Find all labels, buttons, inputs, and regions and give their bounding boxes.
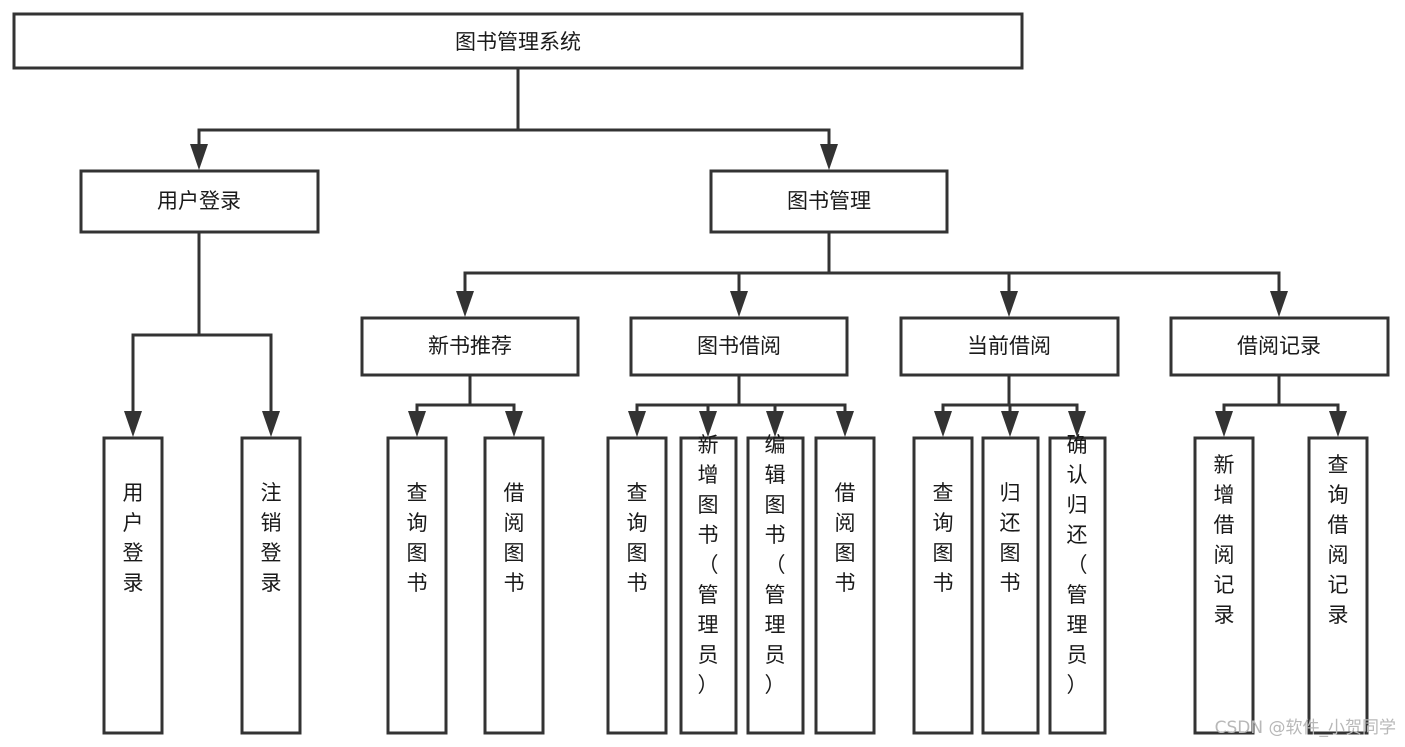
arrow-head-leaf-logout-login <box>262 411 280 437</box>
node-borrow-record-label: 借阅记录 <box>1237 334 1321 358</box>
node-leaf-return-book-label: 归还图书 <box>1000 481 1021 595</box>
arrow-head-new-book-recommend <box>456 291 474 317</box>
arrow-head-leaf-borrow-book <box>836 411 854 437</box>
node-leaf-borrow-book-rec[interactable]: 借阅图书 <box>483 436 545 735</box>
watermark-label: CSDN @软件_小贺同学 <box>1215 718 1396 738</box>
node-leaf-user-login-label: 用户登录 <box>123 481 144 595</box>
node-root-box[interactable] <box>12 12 1024 70</box>
node-leaf-edit-book-admin[interactable]: 编辑图书（管理员） <box>746 433 805 735</box>
node-book-borrow-box[interactable] <box>629 316 849 377</box>
node-leaf-query-book-current[interactable]: 查询图书 <box>912 436 974 735</box>
arrow-head-book-management <box>820 144 838 170</box>
node-leaf-query-book-current-label: 查询图书 <box>933 481 954 595</box>
node-leaf-query-borrow-record-label: 查询借阅记录 <box>1328 453 1349 627</box>
node-book-borrow-label: 图书借阅 <box>697 334 781 358</box>
node-current-borrow[interactable]: 当前借阅 <box>899 316 1120 377</box>
node-user-login-box[interactable] <box>79 169 320 234</box>
arrow-head-leaf-confirm-return-admin <box>1068 411 1086 437</box>
node-leaf-query-book-borrow-box[interactable] <box>606 436 668 735</box>
arrow-head-leaf-borrow-book-rec <box>505 411 523 437</box>
node-new-book-recommend-box[interactable] <box>360 316 580 377</box>
node-new-book-recommend-label: 新书推荐 <box>428 334 512 358</box>
arrow-head-leaf-query-book-rec <box>408 411 426 437</box>
arrow-head-current-borrow <box>1000 291 1018 317</box>
node-current-borrow-box[interactable] <box>899 316 1120 377</box>
node-current-borrow-label: 当前借阅 <box>967 334 1051 358</box>
arrow-head-leaf-edit-book-admin <box>766 411 784 437</box>
node-leaf-add-book-admin[interactable]: 新增图书（管理员） <box>679 433 738 735</box>
node-leaf-query-book-borrow[interactable]: 查询图书 <box>606 436 668 735</box>
node-leaf-query-borrow-record-box[interactable] <box>1307 436 1369 735</box>
arrow-head-leaf-add-book-admin <box>699 411 717 437</box>
node-leaf-query-book-borrow-label: 查询图书 <box>627 481 648 595</box>
node-book-management-label: 图书管理 <box>787 189 871 213</box>
node-borrow-record-box[interactable] <box>1169 316 1390 377</box>
node-leaf-query-book-rec-label: 查询图书 <box>407 481 428 595</box>
node-user-login-label: 用户登录 <box>157 189 241 213</box>
node-leaf-query-book-rec[interactable]: 查询图书 <box>386 436 448 735</box>
node-leaf-edit-book-admin-label: 编辑图书（管理员） <box>765 433 786 697</box>
node-leaf-add-book-admin-label: 新增图书（管理员） <box>698 433 719 697</box>
node-leaf-edit-book-admin-box[interactable] <box>746 436 805 735</box>
node-leaf-logout-login-box[interactable] <box>240 436 302 735</box>
node-leaf-add-borrow-record-box[interactable] <box>1193 436 1255 735</box>
node-leaf-logout-login-label: 注销登录 <box>261 481 282 595</box>
node-borrow-record[interactable]: 借阅记录 <box>1169 316 1390 377</box>
arrow-head-leaf-query-book-current <box>934 411 952 437</box>
node-leaf-return-book[interactable]: 归还图书 <box>981 436 1040 735</box>
node-leaf-logout-login[interactable]: 注销登录 <box>240 436 302 735</box>
node-book-management[interactable]: 图书管理 <box>709 169 949 234</box>
arrow-head-borrow-record <box>1270 291 1288 317</box>
node-root[interactable]: 图书管理系统 <box>12 12 1024 70</box>
node-leaf-confirm-return-admin[interactable]: 确认归还（管理员） <box>1048 433 1107 735</box>
node-new-book-recommend[interactable]: 新书推荐 <box>360 316 580 377</box>
node-leaf-borrow-book-label: 借阅图书 <box>835 481 856 595</box>
node-book-management-box[interactable] <box>709 169 949 234</box>
arrow-head-leaf-query-borrow-record <box>1329 411 1347 437</box>
node-leaf-confirm-return-admin-box[interactable] <box>1048 436 1107 735</box>
arrow-head-leaf-return-book <box>1001 411 1019 437</box>
node-leaf-add-book-admin-box[interactable] <box>679 436 738 735</box>
node-leaf-user-login-box[interactable] <box>102 436 164 735</box>
node-leaf-user-login[interactable]: 用户登录 <box>102 436 164 735</box>
connector-layer <box>124 66 1347 437</box>
arrow-head-leaf-add-borrow-record <box>1215 411 1233 437</box>
node-book-borrow[interactable]: 图书借阅 <box>629 316 849 377</box>
arrow-head-book-borrow <box>730 291 748 317</box>
node-leaf-add-borrow-record[interactable]: 新增借阅记录 <box>1193 436 1255 735</box>
node-leaf-query-borrow-record[interactable]: 查询借阅记录 <box>1307 436 1369 735</box>
arrow-head-leaf-user-login <box>124 411 142 437</box>
arrow-head-leaf-query-book-borrow <box>628 411 646 437</box>
node-leaf-borrow-book[interactable]: 借阅图书 <box>814 436 876 735</box>
arrow-head-user-login <box>190 144 208 170</box>
node-leaf-return-book-box[interactable] <box>981 436 1040 735</box>
node-leaf-borrow-book-rec-label: 借阅图书 <box>504 481 525 595</box>
node-leaf-add-borrow-record-label: 新增借阅记录 <box>1214 453 1235 627</box>
node-leaf-confirm-return-admin-label: 确认归还（管理员） <box>1067 433 1088 697</box>
node-user-login[interactable]: 用户登录 <box>79 169 320 234</box>
node-leaf-borrow-book-box[interactable] <box>814 436 876 735</box>
node-root-label: 图书管理系统 <box>455 30 581 54</box>
node-leaf-query-book-current-box[interactable] <box>912 436 974 735</box>
node-leaf-borrow-book-rec-box[interactable] <box>483 436 545 735</box>
node-leaf-query-book-rec-box[interactable] <box>386 436 448 735</box>
